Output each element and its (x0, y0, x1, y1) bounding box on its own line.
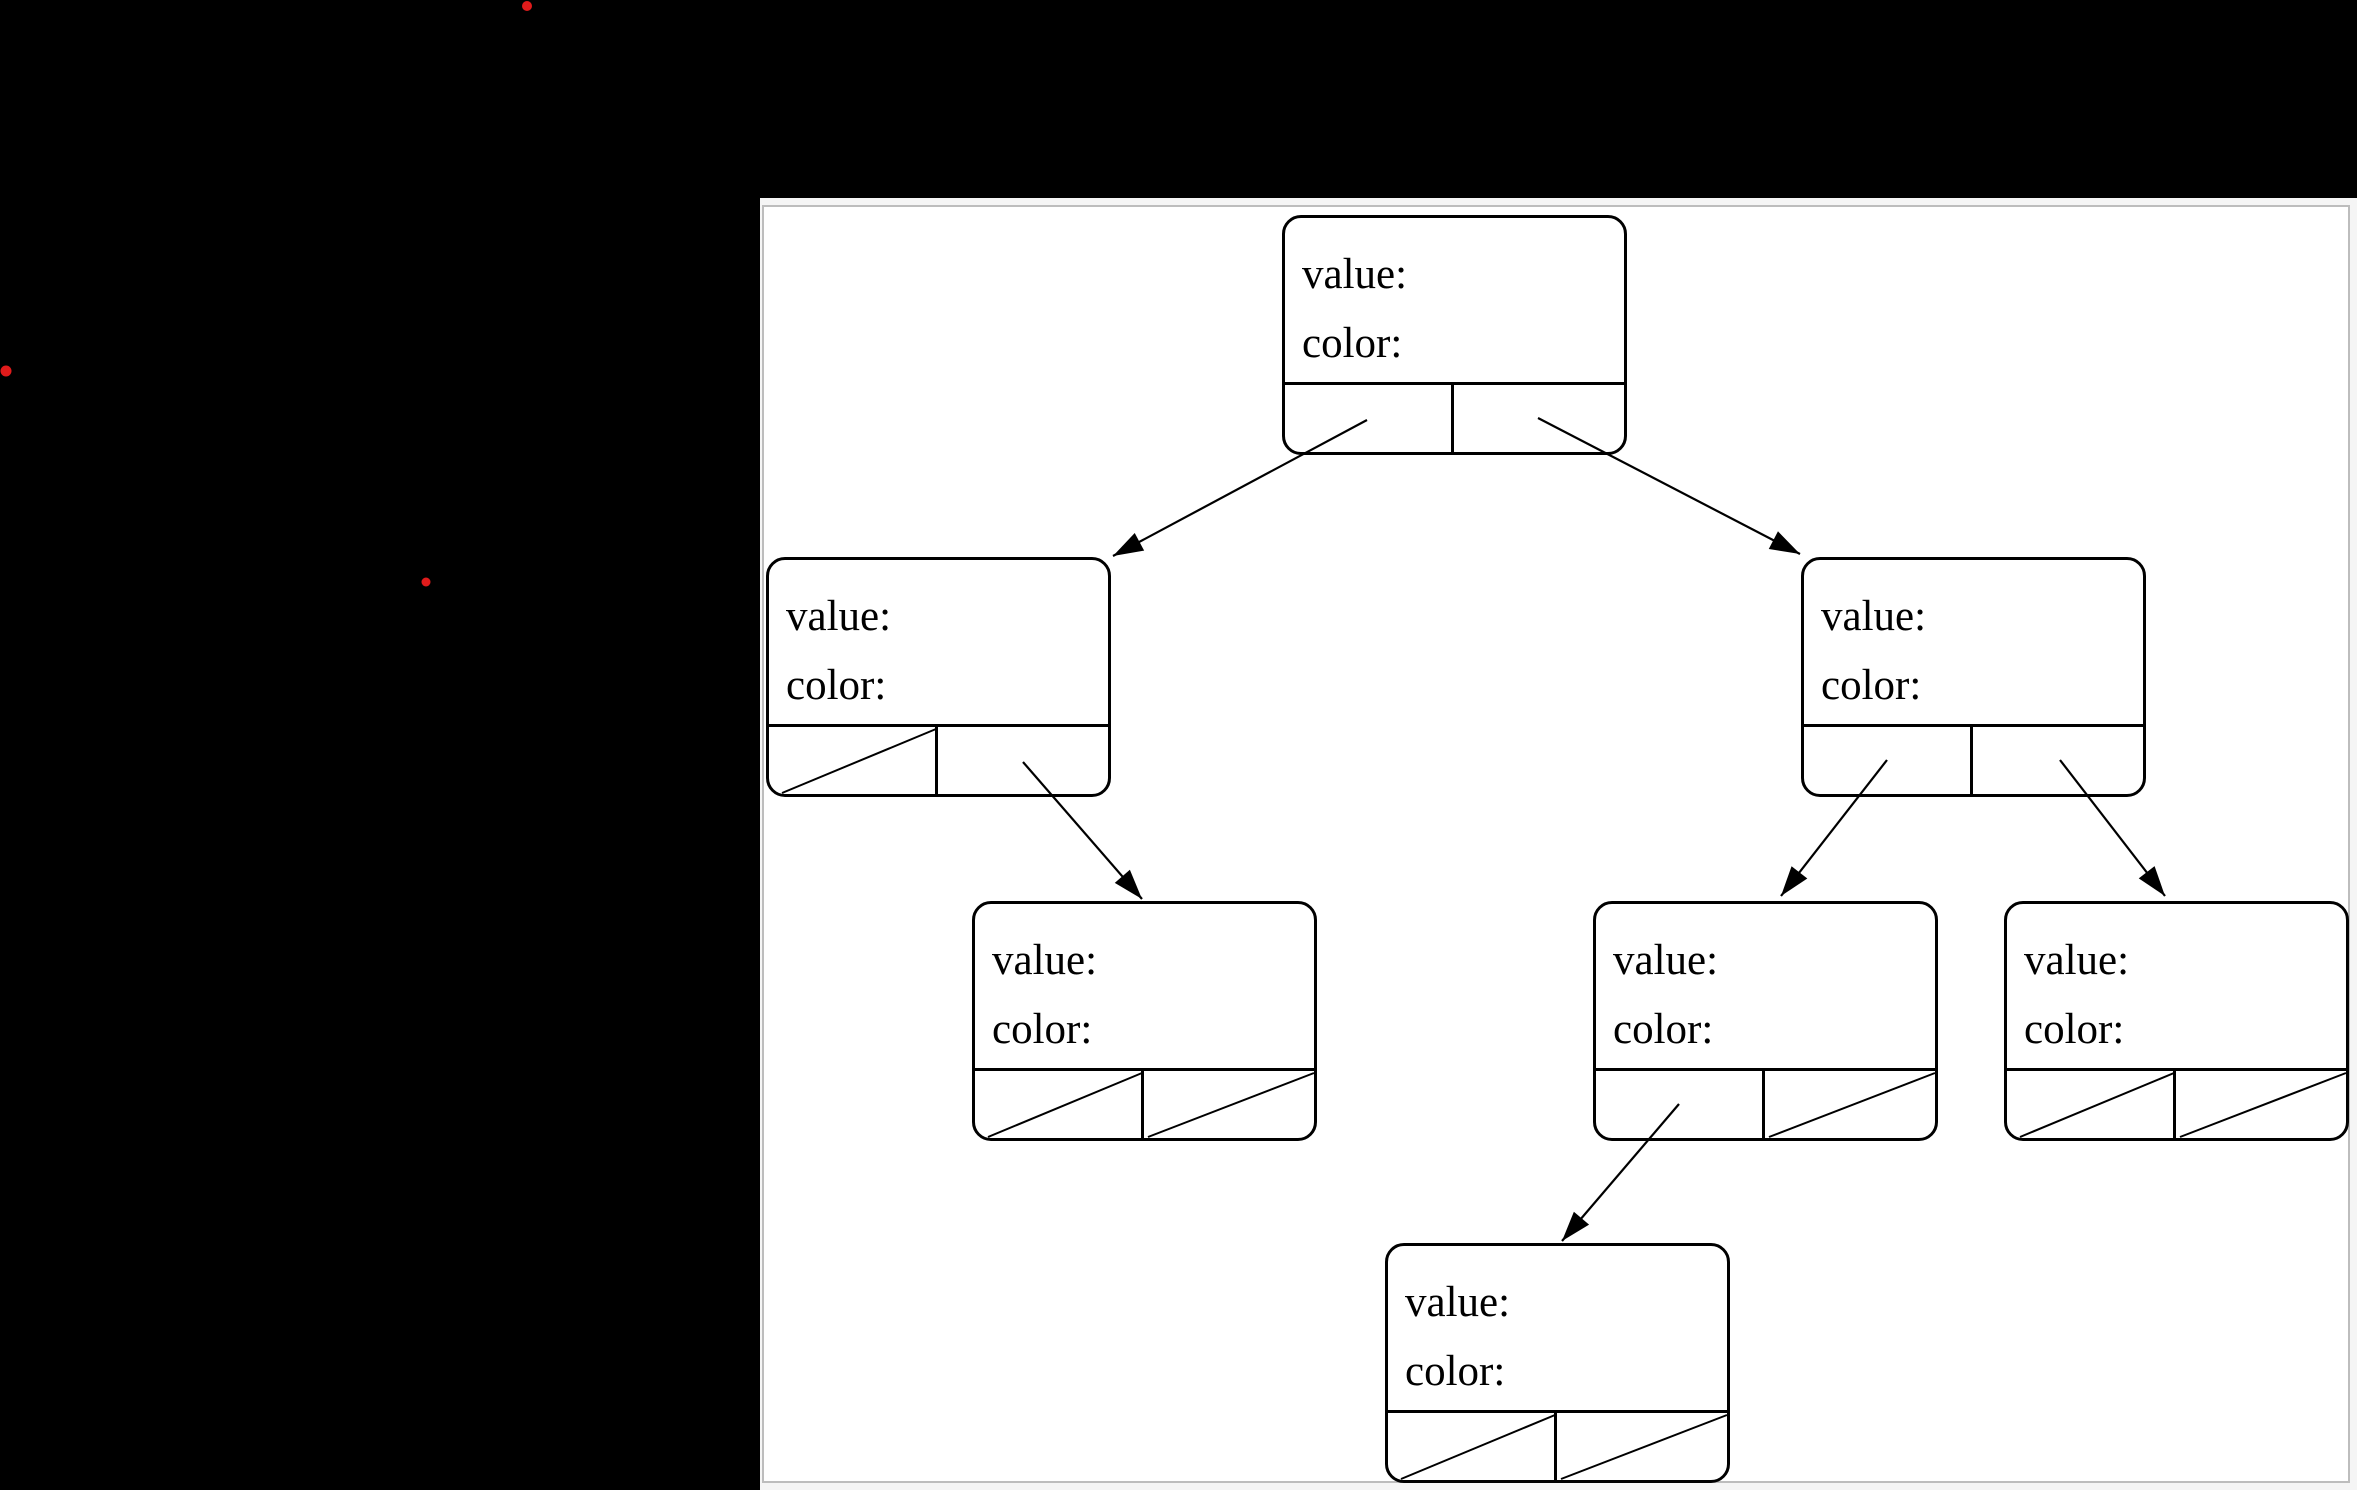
tree-node-left: value: color: (766, 557, 1111, 797)
value-field-label: value: (1302, 251, 1408, 298)
left-pointer-cell (2007, 1071, 2176, 1138)
pointer-row (1804, 724, 2143, 794)
node-fields: value: color: (2007, 904, 2346, 1071)
value-field-label: value: (992, 937, 1098, 984)
red-dot (421, 577, 431, 587)
left-pointer-cell (1804, 727, 1973, 794)
node-fields: value: color: (1388, 1246, 1727, 1413)
color-field-label: color: (1405, 1348, 1506, 1395)
right-pointer-cell (938, 727, 1108, 794)
node-fields: value: color: (769, 560, 1108, 727)
tree-node-left-right: value: color: (972, 901, 1317, 1141)
color-field-label: color: (786, 662, 887, 709)
red-dot-markers (0, 1, 532, 587)
pointer-row (2007, 1068, 2346, 1138)
color-field-label: color: (1821, 662, 1922, 709)
left-pointer-cell (769, 727, 938, 794)
left-pointer-cell (1285, 385, 1454, 452)
node-fields: value: color: (1285, 218, 1624, 385)
pointer-row (1285, 382, 1624, 452)
right-pointer-cell (1144, 1071, 1314, 1138)
value-field-label: value: (2024, 937, 2130, 984)
node-fields: value: color: (975, 904, 1314, 1071)
right-pointer-cell (1765, 1071, 1935, 1138)
node-fields: value: color: (1596, 904, 1935, 1071)
tree-node-root: value: color: (1282, 215, 1627, 455)
tree-node-right: value: color: (1801, 557, 2146, 797)
pointer-row (975, 1068, 1314, 1138)
left-pointer-cell (1388, 1413, 1557, 1480)
red-dot (522, 1, 532, 11)
left-pointer-cell (975, 1071, 1144, 1138)
red-dot (0, 365, 12, 377)
color-field-label: color: (2024, 1006, 2125, 1053)
value-field-label: value: (786, 593, 892, 640)
left-pointer-cell (1596, 1071, 1765, 1138)
value-field-label: value: (1613, 937, 1719, 984)
tree-node-right-left: value: color: (1593, 901, 1938, 1141)
color-field-label: color: (992, 1006, 1093, 1053)
tree-node-right-right: value: color: (2004, 901, 2349, 1141)
node-fields: value: color: (1804, 560, 2143, 727)
pointer-row (769, 724, 1108, 794)
right-pointer-cell (1557, 1413, 1727, 1480)
tree-node-right-left-left: value: color: (1385, 1243, 1730, 1483)
pointer-row (1596, 1068, 1935, 1138)
right-pointer-cell (1454, 385, 1624, 452)
pointer-row (1388, 1410, 1727, 1480)
value-field-label: value: (1821, 593, 1927, 640)
right-pointer-cell (1973, 727, 2143, 794)
color-field-label: color: (1302, 320, 1403, 367)
value-field-label: value: (1405, 1279, 1511, 1326)
right-pointer-cell (2176, 1071, 2346, 1138)
color-field-label: color: (1613, 1006, 1714, 1053)
